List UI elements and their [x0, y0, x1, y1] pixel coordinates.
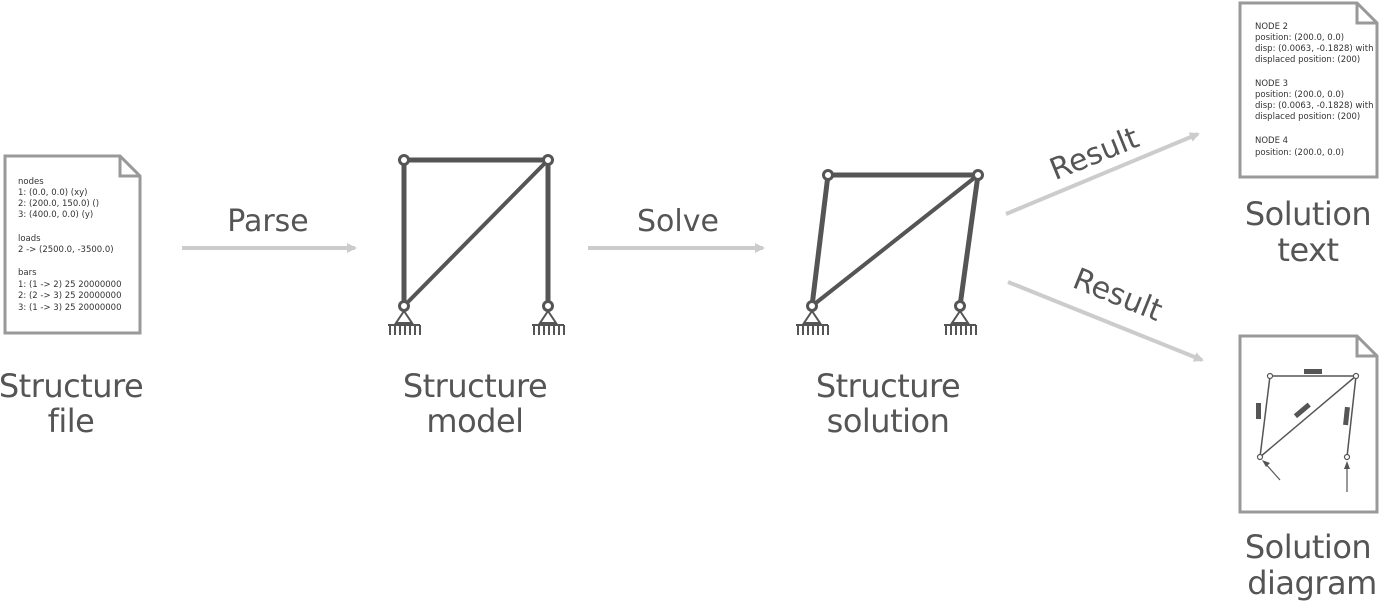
structure-file-line: 3: (1 -> 3) 25 20000000 [18, 303, 122, 313]
solution-node [806, 300, 818, 312]
solution-diagram-structure [1256, 369, 1360, 492]
structure-file-line: 2 -> (2500.0, -3500.0) [18, 245, 114, 255]
solution-diagram-caption: diagram [1247, 564, 1377, 602]
result-text-arrow [1005, 132, 1200, 216]
parse-label: Parse [227, 204, 309, 239]
structure-model [388, 154, 565, 335]
solution-bar [810, 173, 980, 308]
structure-file-page [3, 154, 142, 335]
solution-text-line: position: (200.0, 0.0) [1255, 33, 1344, 43]
solution-text-line: NODE 3 [1255, 79, 1288, 89]
structure-file-line: 3: (400.0, 0.0) (y) [18, 210, 93, 220]
solution-text-line: disp: (0.0063, -0.1828) with [1255, 44, 1373, 54]
result-diagram-label: Result [1068, 262, 1167, 329]
solution-text-document: NODE 2 position: (200.0, 0.0) disp: (0.0… [1238, 1, 1379, 179]
solution-support-icon [796, 309, 829, 335]
solution-bar [809, 174, 831, 307]
solution-text-line: displaced position: (200) [1255, 55, 1360, 65]
structure-solution-caption: solution [827, 402, 950, 440]
model-support-icon [532, 309, 565, 335]
model-node [542, 154, 554, 166]
solution-text-line: NODE 2 [1255, 22, 1288, 32]
solution-node [972, 169, 984, 181]
solution-text-line: disp: (0.0063, -0.1828) with [1255, 101, 1373, 111]
structure-model-caption: model [426, 402, 523, 440]
result-diagram-arrow [1007, 280, 1204, 362]
structure-file-caption: Structure [0, 367, 143, 405]
structure-file-dogear [118, 156, 140, 178]
model-node [542, 300, 554, 312]
solution-support-icon [944, 309, 977, 335]
structure-model-caption: Structure [403, 367, 547, 405]
solution-diagram-dogear [1355, 336, 1377, 358]
structure-solution-caption: Structure [816, 367, 960, 405]
solution-text-line: displaced position: (200) [1255, 112, 1360, 122]
structure-file-caption: file [48, 402, 95, 440]
solve-label: Solve [637, 204, 719, 239]
model-node [398, 300, 410, 312]
model-node [398, 154, 410, 166]
structure-file-line: 2: (200.0, 150.0) () [18, 199, 99, 209]
solution-text-page [1238, 1, 1379, 179]
solution-diagram-caption: Solution [1245, 528, 1371, 566]
solution-text-line: NODE 4 [1255, 136, 1288, 146]
solution-node [822, 169, 834, 181]
structure-file-line: 1: (1 -> 2) 25 20000000 [18, 280, 122, 290]
solution-text-caption: Solution [1245, 195, 1371, 233]
structure-file-line: loads [18, 234, 41, 244]
model-support-icon [388, 309, 421, 335]
solution-bar [957, 174, 981, 307]
solution-text-caption: text [1277, 231, 1338, 269]
solution-diagram-document [1238, 334, 1379, 514]
solution-node [954, 300, 966, 312]
solution-text-dogear [1355, 3, 1377, 25]
solution-text-line: position: (200.0, 0.0) [1255, 90, 1344, 100]
structure-file-line: 1: (0.0, 0.0) (xy) [18, 188, 87, 198]
structure-file-line: nodes [18, 177, 44, 187]
structure-file-line: bars [18, 268, 37, 278]
model-bar [402, 158, 550, 308]
structure-file-document: nodes 1: (0.0, 0.0) (xy) 2: (200.0, 150.… [3, 154, 142, 335]
solution-diagram-page [1238, 334, 1379, 514]
structure-file-line: 2: (2 -> 3) 25 20000000 [18, 291, 122, 301]
solution-text-line: position: (200.0, 0.0) [1255, 148, 1344, 158]
structure-solution [796, 169, 984, 335]
